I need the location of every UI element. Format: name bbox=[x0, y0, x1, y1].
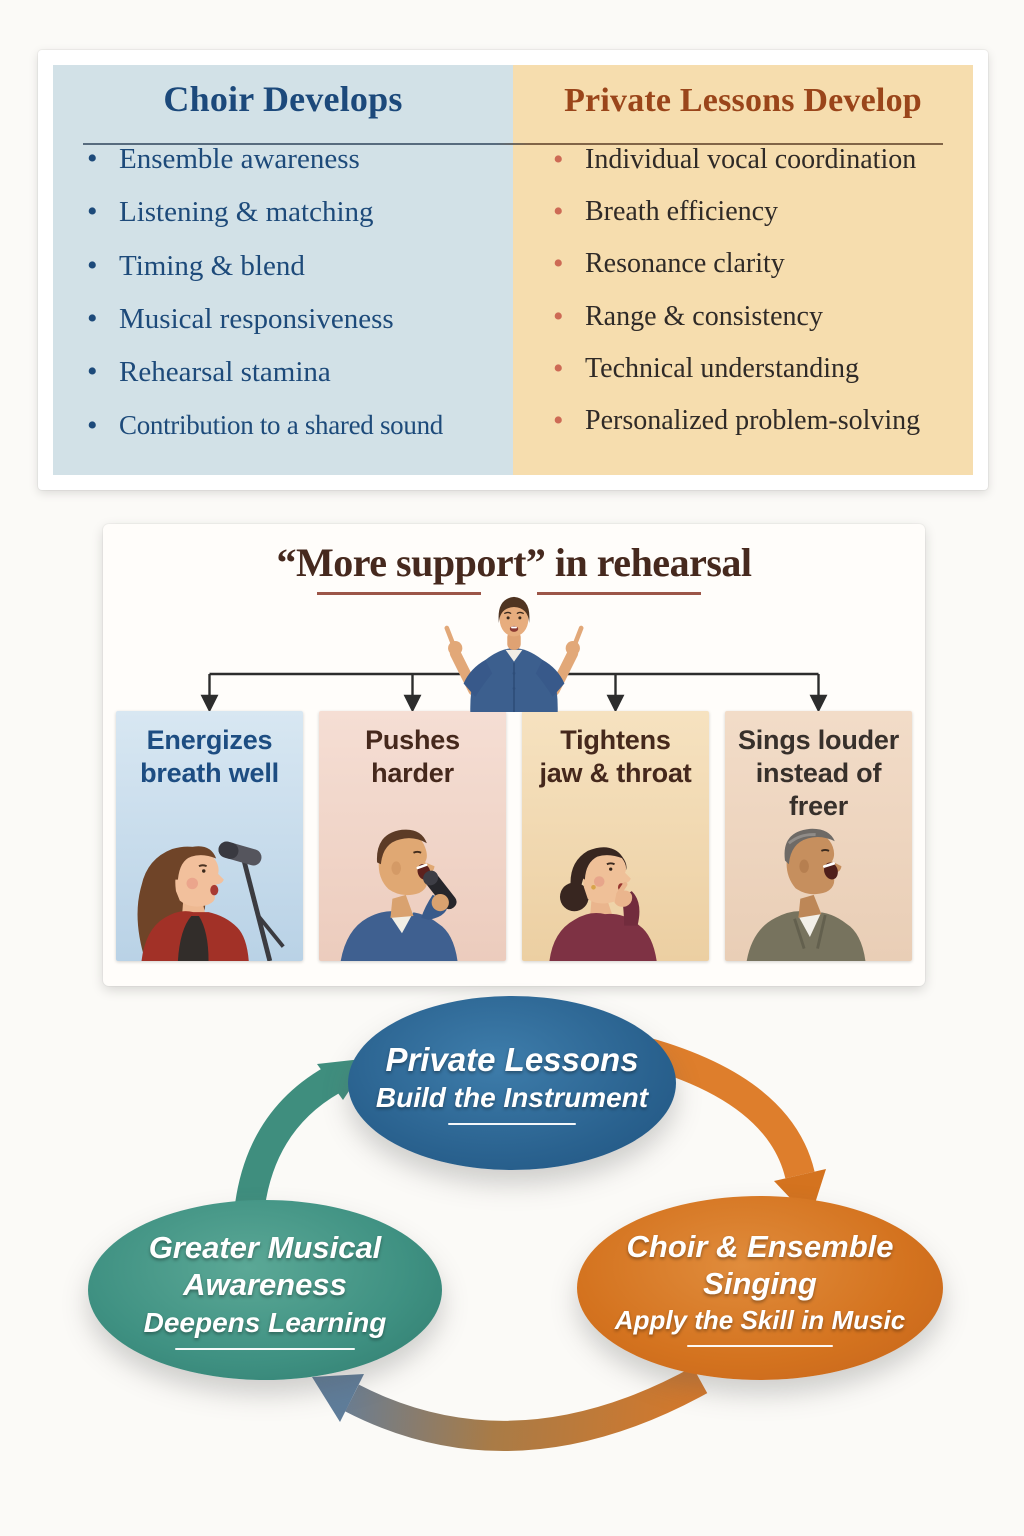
choir-benefit-list: Ensemble awareness Listening & matching … bbox=[87, 142, 513, 444]
panel-label-line1: Tightens bbox=[560, 725, 671, 755]
title-underline-right bbox=[537, 592, 701, 595]
node-title: Choir & Ensemble bbox=[626, 1228, 894, 1264]
private-lessons-column: Private Lessons Develop Individual vocal… bbox=[513, 65, 973, 475]
comparison-card: Choir Develops Ensemble awareness Listen… bbox=[38, 50, 988, 490]
panel-pushes-harder: Pushes harder bbox=[319, 711, 506, 961]
title-underline-left bbox=[317, 592, 481, 595]
panel-label-line1: Energizes bbox=[146, 725, 273, 755]
woman-singing-at-microphone-illustration bbox=[137, 841, 285, 961]
rehearsal-title: “More support” in rehearsal bbox=[276, 540, 753, 585]
list-item: Timing & blend bbox=[87, 249, 513, 284]
list-item: Range & consistency bbox=[553, 300, 973, 335]
node-underline bbox=[448, 1123, 576, 1126]
private-lessons-column-title: Private Lessons Develop bbox=[564, 82, 922, 119]
panel-label-line2: harder bbox=[371, 757, 454, 788]
node-underline bbox=[687, 1345, 833, 1348]
panel-label: Energizes breath well bbox=[116, 711, 303, 790]
list-item: Listening & matching bbox=[87, 195, 513, 230]
rehearsal-panels-row: Energizes breath well bbox=[116, 711, 912, 961]
node-subtitle: Apply the Skill in Music bbox=[614, 1305, 906, 1336]
conductor-illustration bbox=[444, 596, 584, 712]
panel-label-line2: instead of freer bbox=[755, 757, 882, 821]
node-title-line2: Awareness bbox=[183, 1267, 347, 1302]
panel-label: Pushes harder bbox=[319, 711, 506, 790]
list-item: Musical responsiveness bbox=[87, 302, 513, 337]
man-singing-handheld-microphone-illustration bbox=[340, 829, 458, 961]
node-title-line2: Singing bbox=[703, 1265, 817, 1301]
cycle-diagram: Private Lessons Build the Instrument Cho… bbox=[0, 990, 1024, 1536]
header-divider-line bbox=[83, 143, 943, 145]
choir-column: Choir Develops Ensemble awareness Listen… bbox=[53, 65, 513, 475]
panel-label-line1: Sings louder bbox=[737, 725, 900, 755]
node-subtitle: Build the Instrument bbox=[375, 1082, 649, 1114]
panel-label: Sings louder instead of freer bbox=[725, 711, 912, 823]
node-title: Private Lessons bbox=[385, 1040, 639, 1078]
choir-column-title: Choir Develops bbox=[163, 79, 403, 119]
woman-touching-jaw-illustration bbox=[549, 847, 657, 961]
node-subtitle: Deepens Learning bbox=[143, 1306, 387, 1338]
list-item: Rehearsal stamina bbox=[87, 355, 513, 390]
list-item: Resonance clarity bbox=[553, 247, 973, 282]
node-title: Greater Musical bbox=[148, 1230, 382, 1266]
panel-label-line2: jaw & throat bbox=[539, 757, 692, 788]
list-item: Personalized problem-solving bbox=[553, 404, 973, 439]
cycle-arrows bbox=[235, 1037, 826, 1451]
man-singing-loudly-illustration bbox=[746, 828, 866, 961]
list-item: Breath efficiency bbox=[553, 195, 973, 230]
panel-sings-louder: Sings louder instead of freer bbox=[725, 711, 912, 961]
cycle-node-musical-awareness: Greater Musical Awareness Deepens Learni… bbox=[88, 1200, 442, 1380]
rehearsal-card: “More support” in rehearsal bbox=[103, 524, 925, 986]
private-lessons-benefit-list: Individual vocal coordination Breath eff… bbox=[553, 143, 973, 439]
list-item: Individual vocal coordination bbox=[553, 143, 973, 178]
panel-label-line1: Pushes bbox=[365, 725, 460, 755]
panel-energizes-breath: Energizes breath well bbox=[116, 711, 303, 961]
cycle-node-private-lessons: Private Lessons Build the Instrument bbox=[348, 996, 676, 1170]
list-item: Contribution to a shared sound bbox=[87, 409, 513, 444]
arrow-choir-to-awareness bbox=[312, 1366, 708, 1451]
cycle-node-choir-ensemble: Choir & Ensemble Singing Apply the Skill… bbox=[577, 1196, 943, 1380]
panel-label-line2: breath well bbox=[140, 757, 279, 788]
panel-label: Tightens jaw & throat bbox=[522, 711, 709, 790]
panel-tightens-jaw: Tightens jaw & throat bbox=[522, 711, 709, 961]
node-underline bbox=[175, 1347, 355, 1350]
list-item: Ensemble awareness bbox=[87, 142, 513, 177]
list-item: Technical understanding bbox=[553, 352, 973, 387]
